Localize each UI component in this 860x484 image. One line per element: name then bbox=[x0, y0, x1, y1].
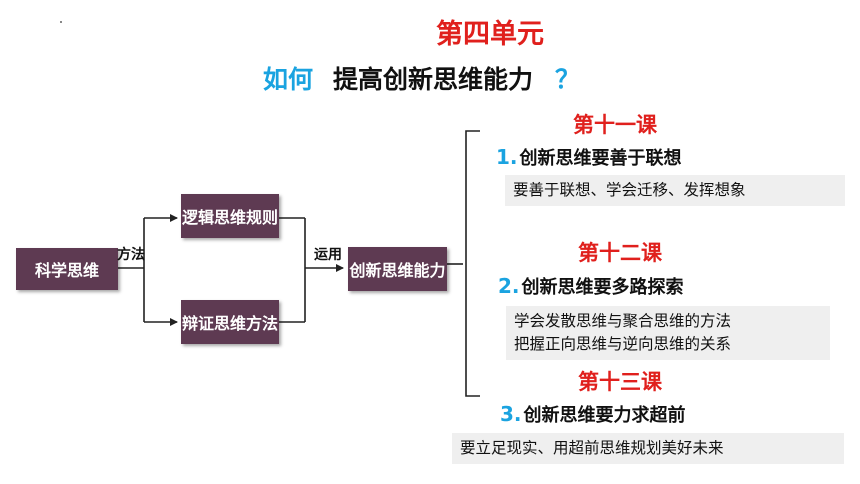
main-question: 如何提高创新思维能力 ？ bbox=[263, 60, 580, 96]
lesson-12-title: 第十二课 bbox=[578, 241, 662, 265]
box-innovative-thinking: 创新思维能力 bbox=[348, 247, 447, 291]
lesson-11-title: 第十一课 bbox=[573, 113, 657, 137]
lesson-12-number: 2. bbox=[498, 274, 520, 298]
lesson-13-detail: 要立足现实、用超前思维规划美好未来 bbox=[452, 433, 844, 464]
lesson-12-detail: 学会发散思维与聚合思维的方法 把握正向思维与逆向思维的关系 bbox=[506, 306, 830, 360]
lesson-13-number: 3. bbox=[500, 402, 522, 426]
lesson-13-title: 第十三课 bbox=[578, 370, 662, 394]
unit-title: 第四单元 bbox=[436, 19, 544, 50]
lesson-11-number: 1. bbox=[496, 145, 518, 169]
lesson-13-detail-line: 要立足现实、用超前思维规划美好未来 bbox=[460, 439, 724, 457]
lesson-13-topic: 3.创新思维要力求超前 bbox=[500, 401, 686, 427]
lesson-12-detail-line-1: 学会发散思维与聚合思维的方法 bbox=[514, 312, 732, 330]
question-part-2: 提高创新思维能力 bbox=[333, 65, 534, 94]
box-scientific-thinking: 科学思维 bbox=[16, 248, 118, 290]
lesson-12-topic-text: 创新思维要多路探索 bbox=[521, 277, 684, 298]
lesson-11-detail-line: 要善于联想、学会迁移、发挥想象 bbox=[513, 181, 746, 199]
label-apply: 运用 bbox=[314, 247, 342, 263]
lesson-11-detail: 要善于联想、学会迁移、发挥想象 bbox=[505, 175, 845, 206]
box-logic-rules: 逻辑思维规则 bbox=[181, 194, 279, 238]
lesson-11-topic: 1.创新思维要善于联想 bbox=[496, 144, 682, 170]
lesson-12-topic: 2.创新思维要多路探索 bbox=[498, 273, 684, 299]
question-part-1: 如何 bbox=[263, 65, 314, 94]
lesson-12-detail-line-2: 把握正向思维与逆向思维的关系 bbox=[514, 335, 732, 353]
decorative-dot bbox=[60, 21, 62, 23]
lesson-13-topic-text: 创新思维要力求超前 bbox=[523, 405, 686, 426]
label-method: 方法 bbox=[117, 247, 145, 263]
question-part-3: ？ bbox=[555, 65, 581, 94]
lessons-bracket bbox=[465, 130, 480, 397]
lesson-11-topic-text: 创新思维要善于联想 bbox=[519, 148, 682, 169]
box-dialectic-methods: 辩证思维方法 bbox=[181, 300, 279, 344]
